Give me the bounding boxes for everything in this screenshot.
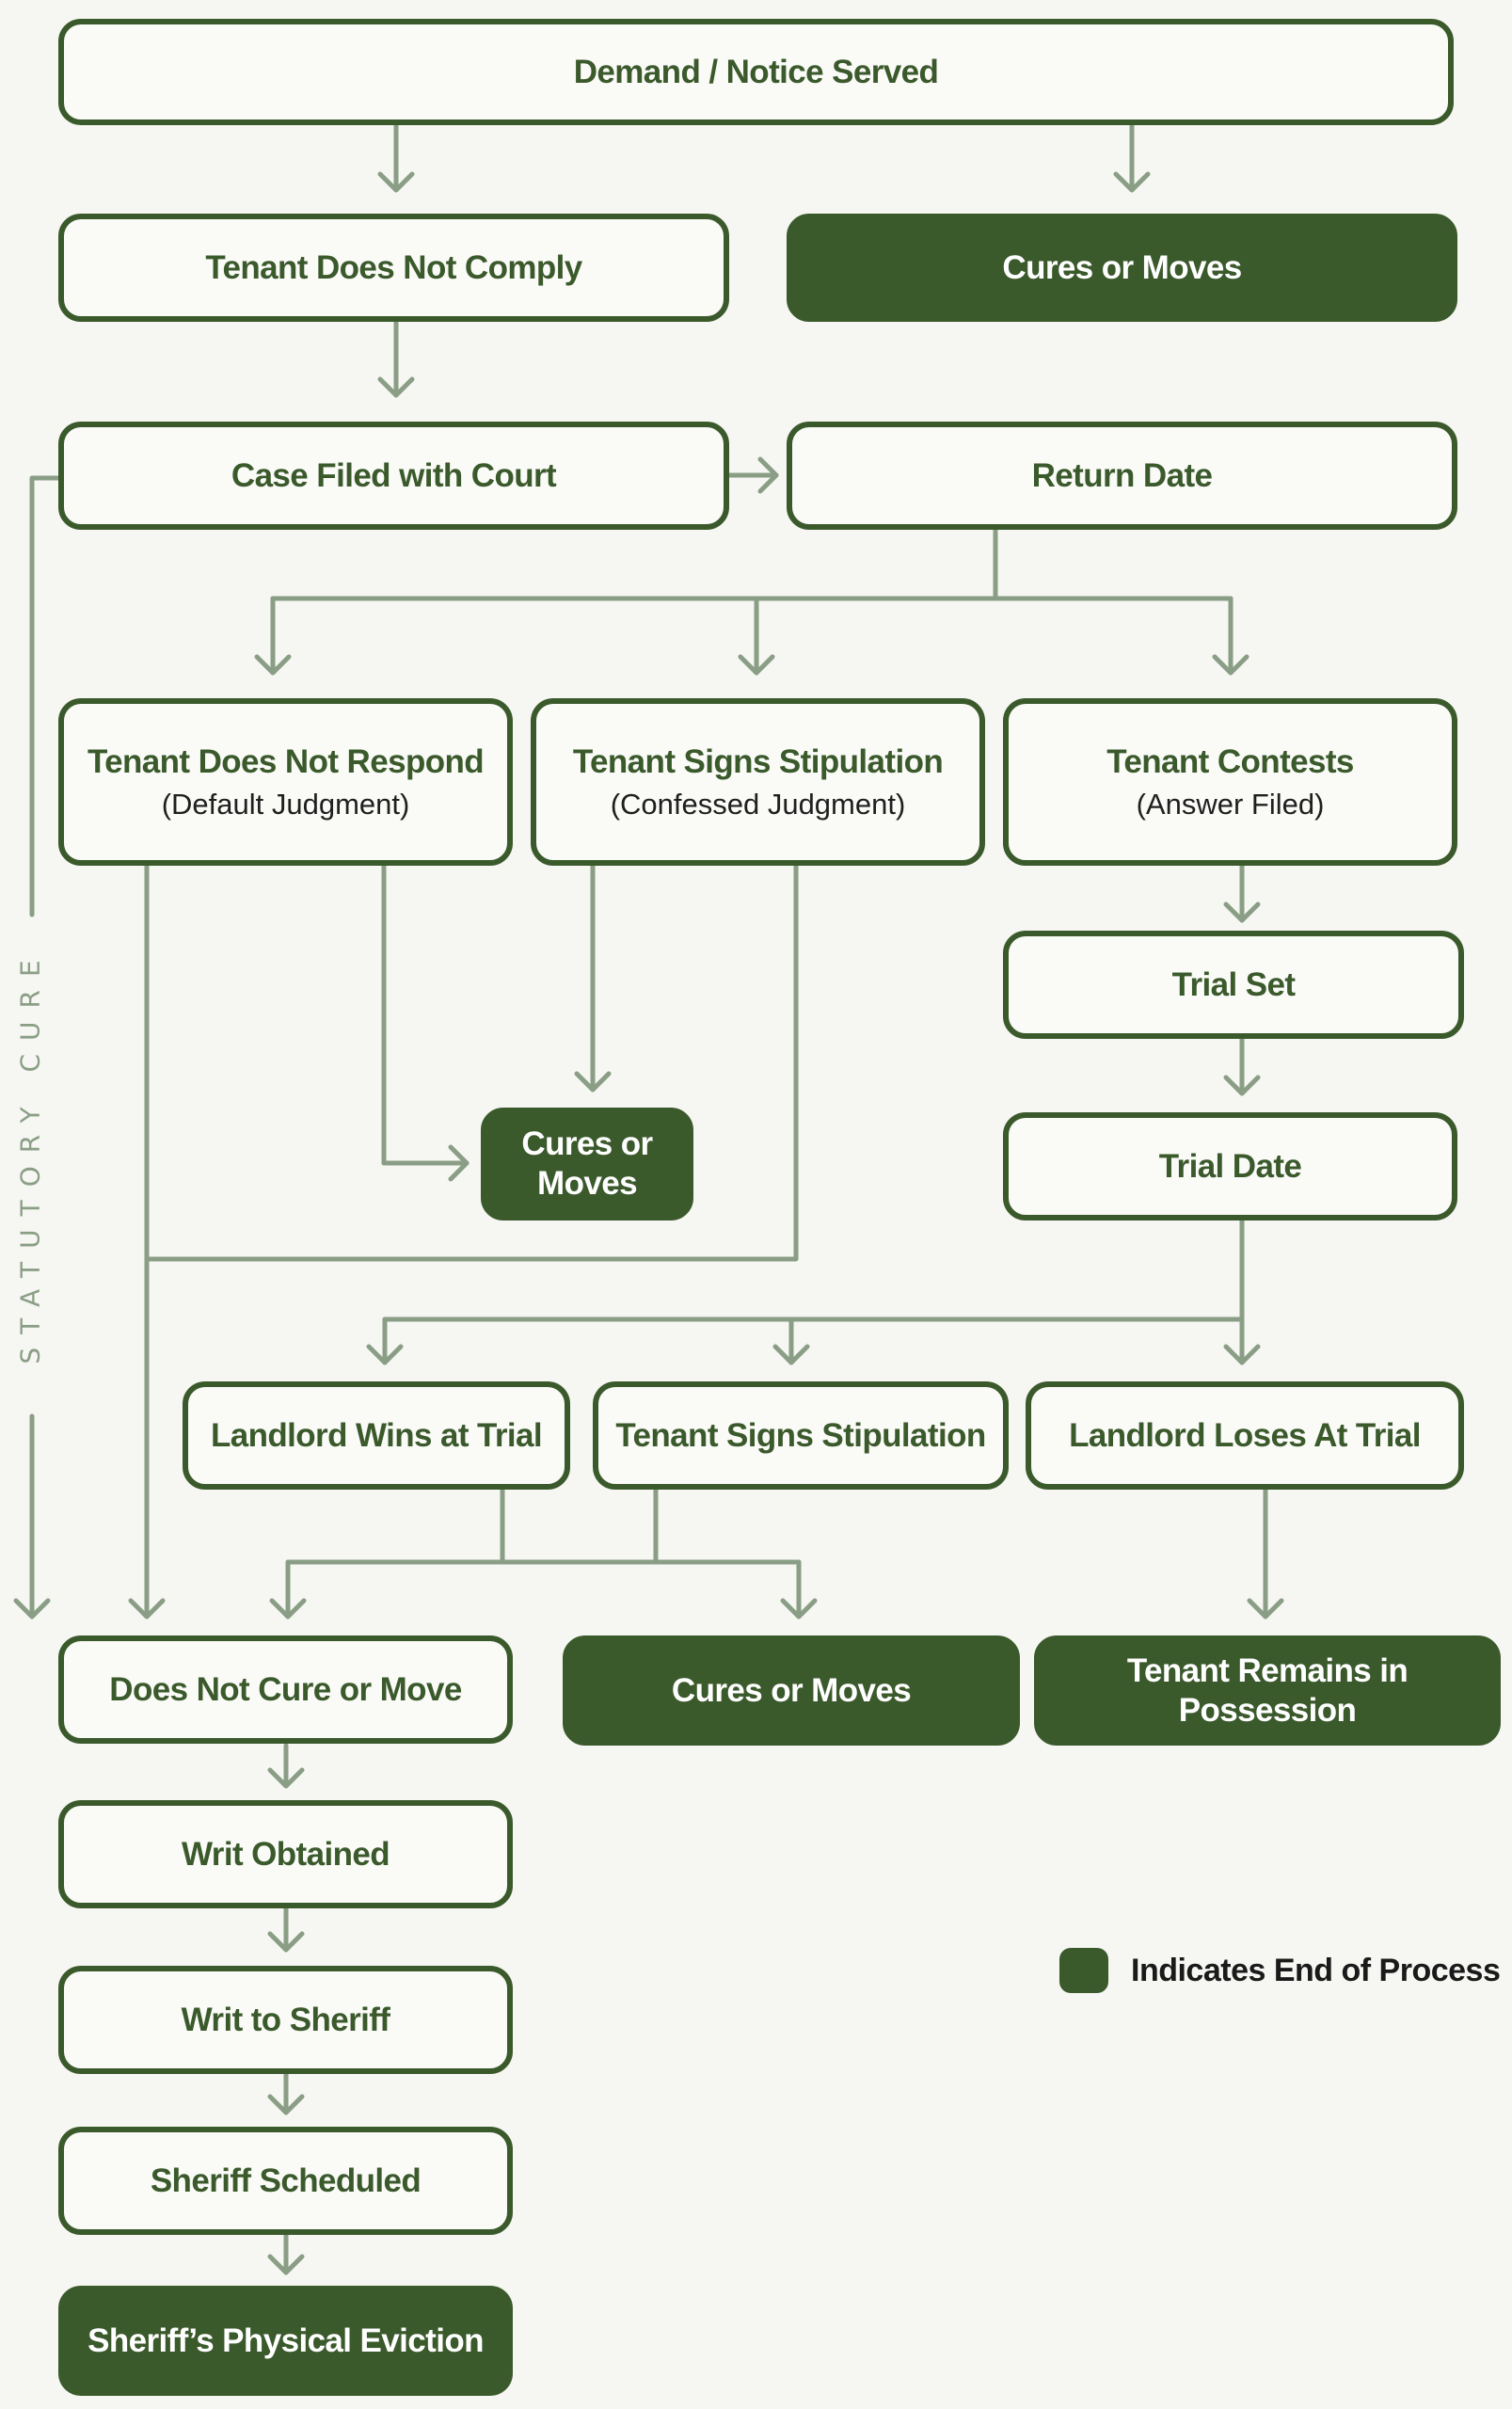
- arrowhead: [267, 2254, 305, 2275]
- node-title: Return Date: [1031, 456, 1213, 494]
- node-demand-notice-served: Demand / Notice Served: [58, 19, 1454, 125]
- node-tenant-does-not-comply: Tenant Does Not Comply: [58, 214, 729, 322]
- connector-line: [382, 1218, 1245, 1322]
- arrowhead: [128, 1598, 166, 1619]
- node-tenant-contests: Tenant Contests (Answer Filed): [1003, 698, 1457, 866]
- node-subtitle: (Default Judgment): [161, 788, 410, 822]
- node-title: Landlord Wins at Trial: [210, 1416, 543, 1454]
- node-title: Tenant Does Not Respond: [87, 743, 485, 781]
- node-title: Tenant Does Not Comply: [205, 248, 582, 286]
- arrowhead: [377, 171, 415, 193]
- arrowhead: [366, 1344, 404, 1365]
- node-title: Sheriff Scheduled: [150, 2162, 422, 2199]
- node-title: Writ to Sheriff: [181, 2001, 390, 2038]
- node-tenant-signs-stipulation: Tenant Signs Stipulation: [593, 1381, 1009, 1490]
- node-does-not-cure-or-move: Does Not Cure or Move: [58, 1635, 513, 1744]
- arrowhead: [254, 654, 292, 676]
- node-trial-set: Trial Set: [1003, 931, 1464, 1039]
- connector-line: [144, 863, 799, 1262]
- arrowhead: [269, 1598, 307, 1619]
- arrowhead: [757, 456, 779, 494]
- node-title: Writ Obtained: [182, 1835, 390, 1873]
- arrowhead: [267, 1931, 305, 1953]
- node-subtitle: (Answer Filed): [1136, 788, 1325, 822]
- arrowhead: [1247, 1598, 1284, 1619]
- connector-line: [285, 1487, 802, 1565]
- node-title: Tenant Signs Stipulation: [615, 1416, 986, 1454]
- node-trial-date: Trial Date: [1003, 1112, 1457, 1220]
- node-title: Case Filed with Court: [231, 456, 557, 494]
- arrowhead: [267, 1767, 305, 1789]
- legend-text: Indicates End of Process: [1131, 1952, 1501, 1988]
- node-writ-to-sheriff: Writ to Sheriff: [58, 1966, 513, 2074]
- node-title: Trial Set: [1171, 965, 1296, 1003]
- connector-line: [29, 475, 61, 917]
- node-cures-or-moves-end: Cures or Moves: [563, 1635, 1020, 1746]
- node-cures-or-moves-end: Cures or Moves: [481, 1108, 693, 1220]
- node-title: Landlord Loses At Trial: [1069, 1416, 1421, 1454]
- arrowhead: [377, 376, 415, 398]
- arrowhead: [1212, 654, 1249, 676]
- node-title: Sheriff’s Physical Eviction: [88, 2321, 484, 2359]
- arrowhead: [738, 654, 775, 676]
- node-title: Does Not Cure or Move: [109, 1670, 462, 1708]
- node-title: Cures or Moves: [1002, 248, 1242, 286]
- node-title: Demand / Notice Served: [573, 53, 939, 90]
- node-cures-or-moves-end: Cures or Moves: [787, 214, 1457, 322]
- arrowhead: [780, 1598, 818, 1619]
- node-sheriffs-physical-eviction-end: Sheriff’s Physical Eviction: [58, 2286, 513, 2396]
- node-tenant-remains-in-possession: Tenant Remains in Possession: [1034, 1635, 1501, 1746]
- legend: Indicates End of Process: [1059, 1948, 1501, 1993]
- node-title: Tenant Signs Stipulation: [572, 743, 944, 781]
- arrowhead: [1113, 171, 1151, 193]
- node-case-filed-with-court: Case Filed with Court: [58, 422, 729, 530]
- node-subtitle: (Confessed Judgment): [610, 788, 906, 822]
- arrowhead: [13, 1598, 51, 1619]
- end-of-process-swatch-icon: [1059, 1948, 1108, 1993]
- node-title: Cures or Moves: [671, 1671, 912, 1709]
- node-title: Tenant Remains in Possession: [1126, 1651, 1409, 1729]
- node-writ-obtained: Writ Obtained: [58, 1800, 513, 1908]
- node-sheriff-scheduled: Sheriff Scheduled: [58, 2127, 513, 2235]
- node-landlord-wins-at-trial: Landlord Wins at Trial: [183, 1381, 570, 1490]
- arrowhead: [1223, 1075, 1261, 1096]
- connector-line: [270, 527, 1233, 601]
- node-return-date: Return Date: [787, 422, 1457, 530]
- arrowhead: [1223, 901, 1261, 923]
- node-tenant-does-not-respond: Tenant Does Not Respond (Default Judgmen…: [58, 698, 513, 866]
- node-tenant-signs-stipulation-confessed: Tenant Signs Stipulation (Confessed Judg…: [531, 698, 985, 866]
- node-landlord-loses-at-trial: Landlord Loses At Trial: [1026, 1381, 1464, 1490]
- node-title: Tenant Contests: [1106, 743, 1354, 781]
- node-title: Trial Date: [1158, 1147, 1302, 1185]
- node-title: Cures or Moves: [521, 1125, 653, 1202]
- arrowhead: [1223, 1344, 1261, 1365]
- arrowhead: [772, 1344, 810, 1365]
- arrowhead: [574, 1071, 612, 1093]
- statutory-cure-label: STATUTORY CURE: [14, 947, 46, 1364]
- arrowhead: [267, 2094, 305, 2115]
